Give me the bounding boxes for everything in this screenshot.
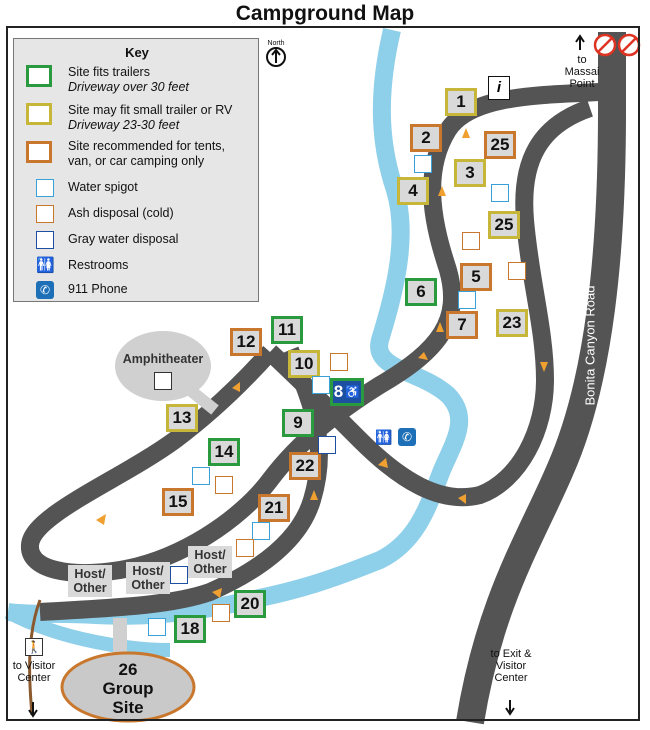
group-site-number: 26	[118, 660, 138, 679]
group-site-connector	[113, 618, 127, 658]
ash-disposal-icon	[36, 205, 54, 223]
gray-water-icon	[170, 566, 188, 584]
site-12[interactable]: 12	[230, 328, 262, 356]
phone-icon: ✆	[398, 428, 416, 446]
site-1[interactable]: 1	[445, 88, 477, 116]
arrow-up-icon	[575, 34, 585, 50]
site-25-lower[interactable]: 25	[488, 211, 520, 239]
site-6[interactable]: 6	[405, 278, 437, 306]
info-icon: i	[488, 76, 510, 100]
site-4[interactable]: 4	[397, 177, 429, 205]
key-item-restroom: Restrooms	[68, 258, 129, 272]
amphitheater-path	[186, 385, 219, 415]
spur-road	[39, 346, 328, 621]
rv-icon	[26, 103, 52, 125]
site-5[interactable]: 5	[460, 263, 492, 291]
ash-disposal-icon	[462, 232, 480, 250]
group-site-word-group: Group	[102, 679, 154, 698]
amphitheater-area	[115, 331, 211, 401]
trail-left	[28, 599, 42, 716]
amphitheater-label: Amphitheater	[122, 352, 204, 366]
arrow-down-icon-left	[28, 702, 38, 718]
site-25-upper[interactable]: 25	[484, 131, 516, 159]
site-8[interactable]: 8♿	[330, 378, 364, 406]
amphitheater-icon	[154, 372, 172, 390]
water-spigot-icon	[148, 618, 166, 636]
key-item-phone: 911 Phone	[68, 282, 128, 296]
water-spigot-icon	[491, 184, 509, 202]
restroom-icon: 🚻	[36, 257, 55, 274]
group-site-label[interactable]: 26 Group Site	[62, 660, 194, 717]
map-frame	[6, 26, 640, 721]
inner-loop-road	[263, 99, 594, 507]
host-label-2: Host/ Other	[131, 564, 165, 592]
bonita-canyon-road	[456, 32, 626, 725]
water-spigot-icon	[36, 179, 54, 197]
water-spigot-icon	[312, 376, 330, 394]
site-11[interactable]: 11	[271, 316, 303, 344]
site-20[interactable]: 20	[234, 590, 266, 618]
site-8-label: 8	[333, 382, 344, 401]
site-21[interactable]: 21	[258, 494, 290, 522]
water-spigot-icon	[458, 291, 476, 309]
gray-water-icon	[36, 231, 54, 249]
site-23[interactable]: 23	[496, 309, 528, 337]
river	[6, 27, 469, 625]
site-13[interactable]: 13	[166, 404, 198, 432]
host-label-3: Host/ Other	[193, 548, 227, 576]
map-title: Campground Map	[235, 2, 415, 25]
ash-disposal-icon	[330, 353, 348, 371]
restroom-icon: 🚻	[375, 429, 393, 445]
group-site-word-site: Site	[112, 698, 144, 717]
group-site-area	[60, 651, 196, 723]
host-label-1: Host/ Other	[73, 567, 107, 595]
trailer-icon	[26, 65, 52, 87]
ash-disposal-icon	[508, 262, 526, 280]
site-3[interactable]: 3	[454, 159, 486, 187]
host-box-1	[68, 565, 112, 597]
site-2[interactable]: 2	[410, 124, 442, 152]
upper-loop-road	[21, 83, 601, 582]
site-9[interactable]: 9	[282, 409, 314, 437]
gray-water-icon	[318, 436, 336, 454]
ash-disposal-icon	[215, 476, 233, 494]
water-spigot-icon	[192, 467, 210, 485]
key-item-ash: Ash disposal (cold)	[68, 206, 174, 220]
key-item-gray: Gray water disposal	[68, 232, 179, 246]
to-visitor-label: to Visitor Center	[12, 660, 56, 684]
key-item-water: Water spigot	[68, 180, 138, 194]
water-spigot-icon	[252, 522, 270, 540]
north-label: North	[267, 40, 285, 47]
site-7[interactable]: 7	[446, 311, 478, 339]
site-10[interactable]: 10	[288, 350, 320, 378]
bonita-canyon-road-label: Bonita Canyon Road	[582, 285, 598, 406]
site-15[interactable]: 15	[162, 488, 194, 516]
site-18[interactable]: 18	[174, 615, 206, 643]
ash-disposal-icon	[236, 539, 254, 557]
key-item-tent: Site recommended for tents,van, or car c…	[68, 139, 226, 168]
hiker-icon: 🚶	[25, 638, 43, 656]
river-lower	[4, 605, 171, 657]
ash-disposal-icon	[212, 604, 230, 622]
to-exit-label: to Exit & Visitor Center	[490, 648, 532, 684]
key-title: Key	[125, 45, 149, 60]
tent-icon	[26, 141, 52, 163]
accessible-icon: ♿	[345, 385, 361, 399]
water-spigot-icon	[414, 155, 432, 173]
arrow-down-icon-right	[505, 700, 515, 716]
to-massai-label: to Massai Point	[564, 54, 600, 90]
host-box-2	[126, 562, 170, 594]
phone-icon: ✆	[36, 281, 54, 299]
host-box-3	[188, 546, 232, 578]
site-14[interactable]: 14	[208, 438, 240, 466]
site-22[interactable]: 22	[289, 452, 321, 480]
